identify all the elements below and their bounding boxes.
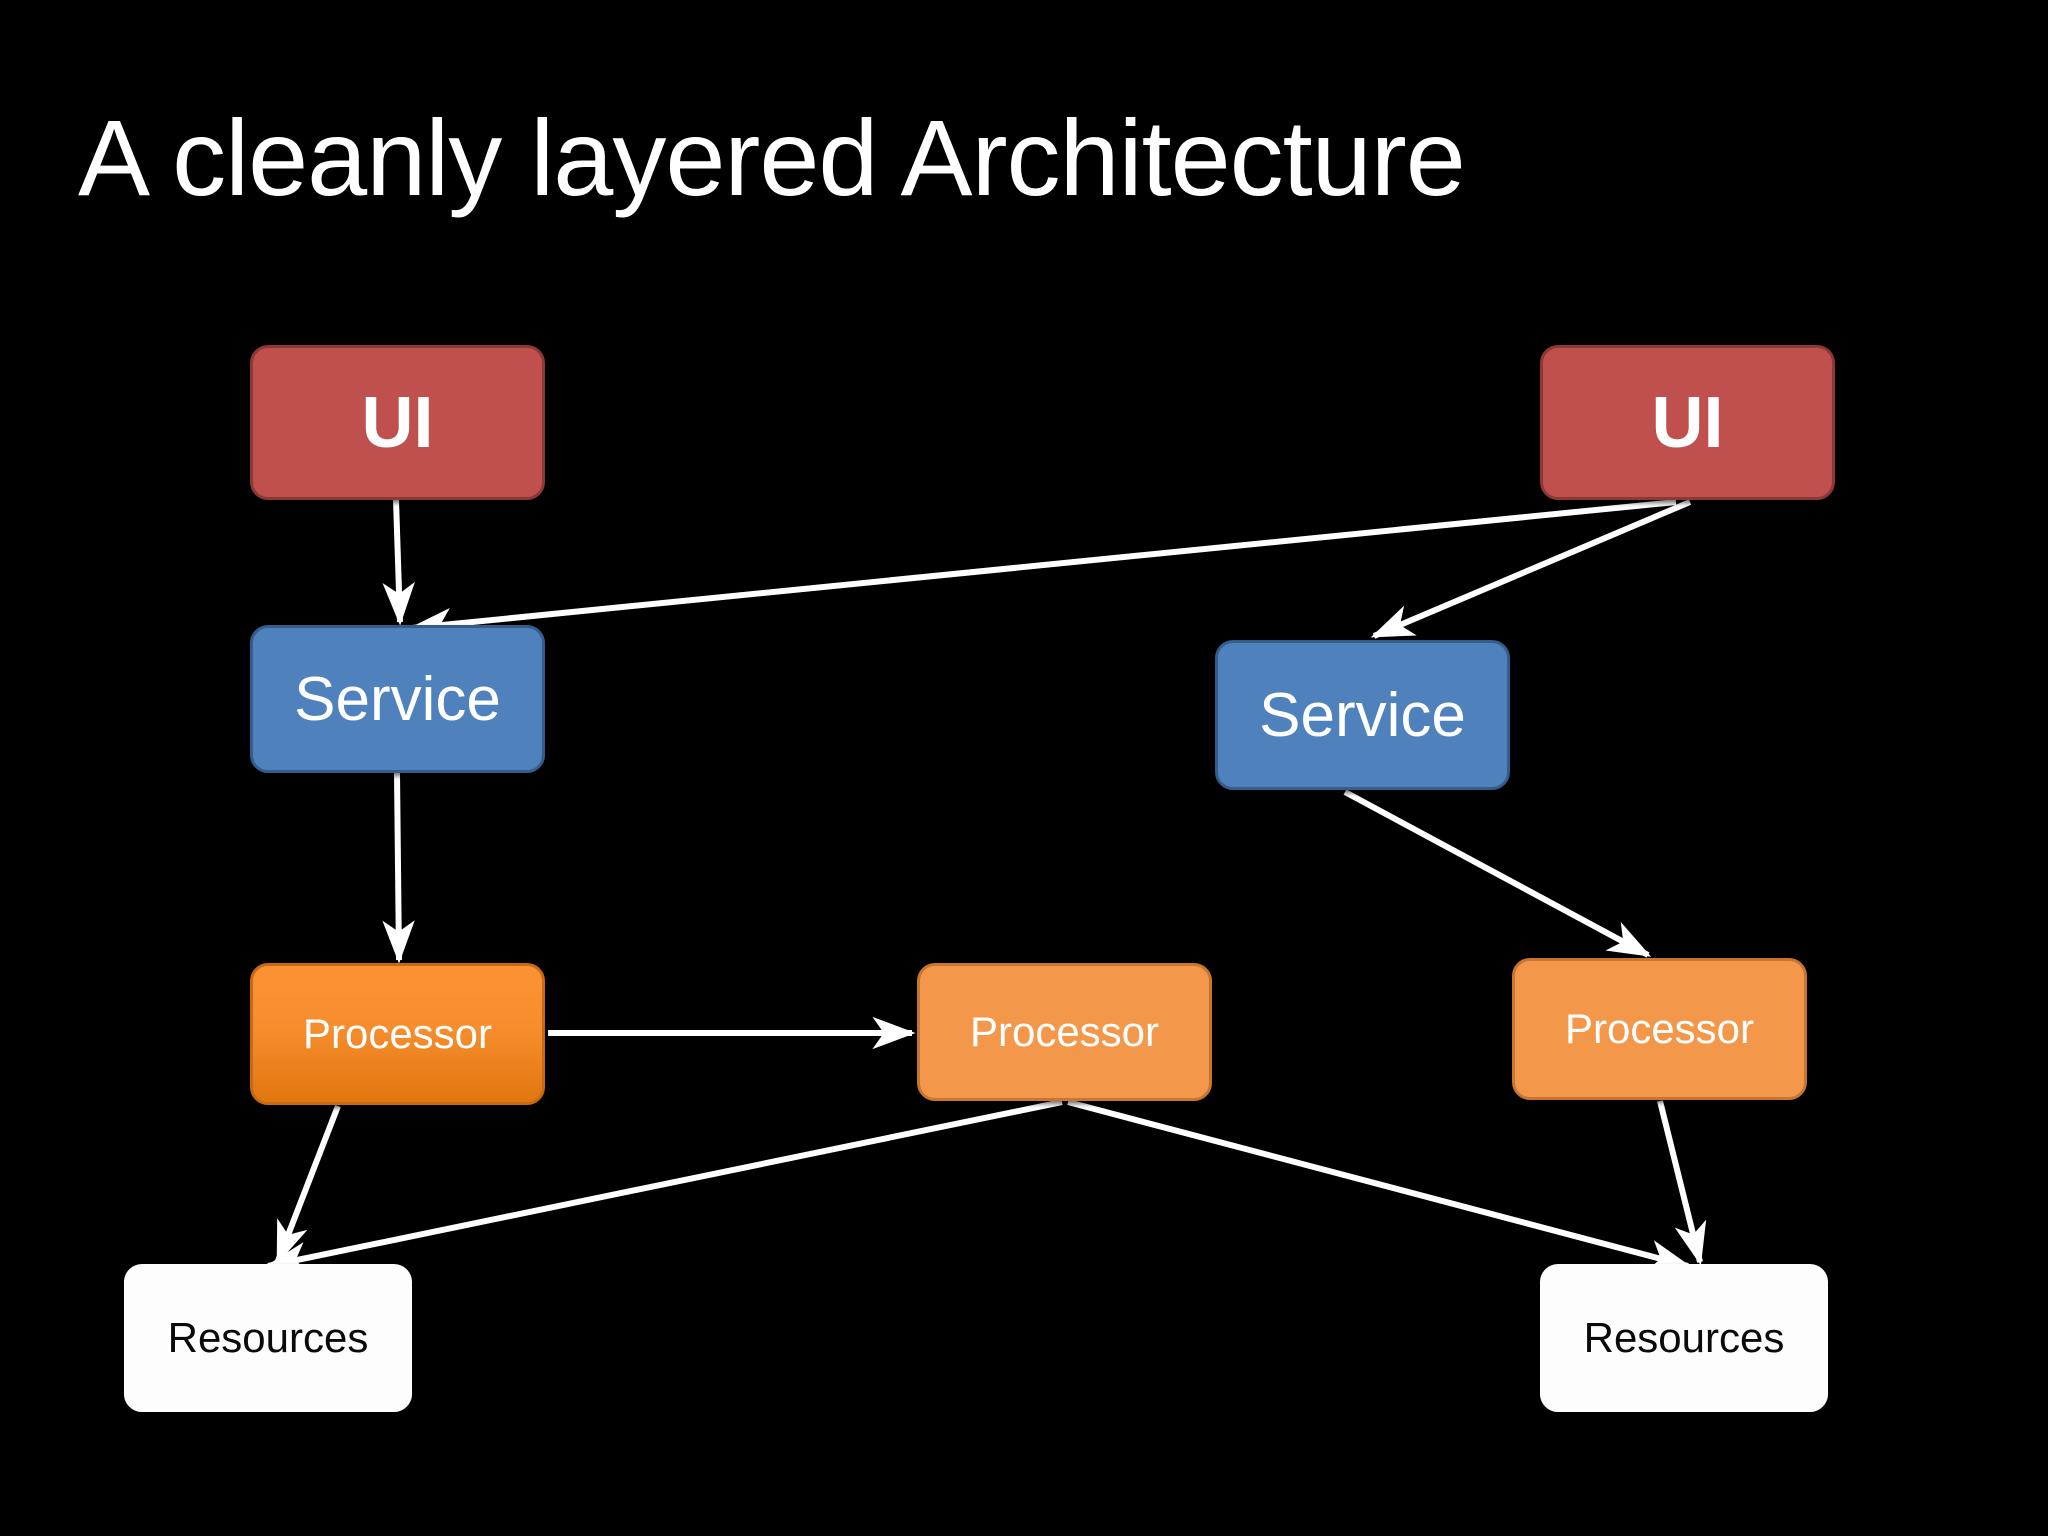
arrow-ui-right-to-service-right [1370,499,1692,639]
node-label-processor-left: Processor [302,1010,493,1057]
node-processor-mid[interactable]: Processor [917,963,1212,1101]
node-ui-left[interactable]: UI [250,345,545,500]
node-label-service-right: Service [1259,680,1466,750]
arrow-service-left-to-processor-left [382,772,415,964]
node-label-processor-right: Processor [1564,1005,1755,1052]
node-ui-right[interactable]: UI [1540,345,1835,500]
arrow-service-right-to-processor-right [1343,789,1652,958]
arrow-ui-left-to-service-left [382,499,415,626]
arrow-processor-mid-to-resources-right [1067,1099,1692,1272]
page-title: A cleanly layered Architecture [78,97,1466,218]
arrow-processor-left-to-resources-left [275,1104,341,1265]
node-resources-right[interactable]: Resources [1540,1264,1828,1412]
node-label-processor-mid: Processor [969,1008,1160,1055]
node-service-left[interactable]: Service [250,625,545,773]
node-resources-left[interactable]: Resources [124,1264,412,1412]
arrow-processor-right-to-resources-right [1657,1100,1707,1266]
node-processor-left[interactable]: Processor [250,963,545,1105]
edges-group [264,499,1707,1274]
node-processor-right[interactable]: Processor [1512,958,1807,1100]
node-label-ui-left: UI [361,382,434,463]
node-service-right[interactable]: Service [1215,640,1510,790]
arrow-ui-right-to-service-left [408,499,1677,641]
arrow-processor-mid-to-resources-left [264,1099,1063,1274]
node-label-resources-right: Resources [1583,1314,1785,1361]
node-label-resources-left: Resources [167,1314,369,1361]
node-label-service-left: Service [294,664,501,734]
node-label-ui-right: UI [1651,382,1724,463]
